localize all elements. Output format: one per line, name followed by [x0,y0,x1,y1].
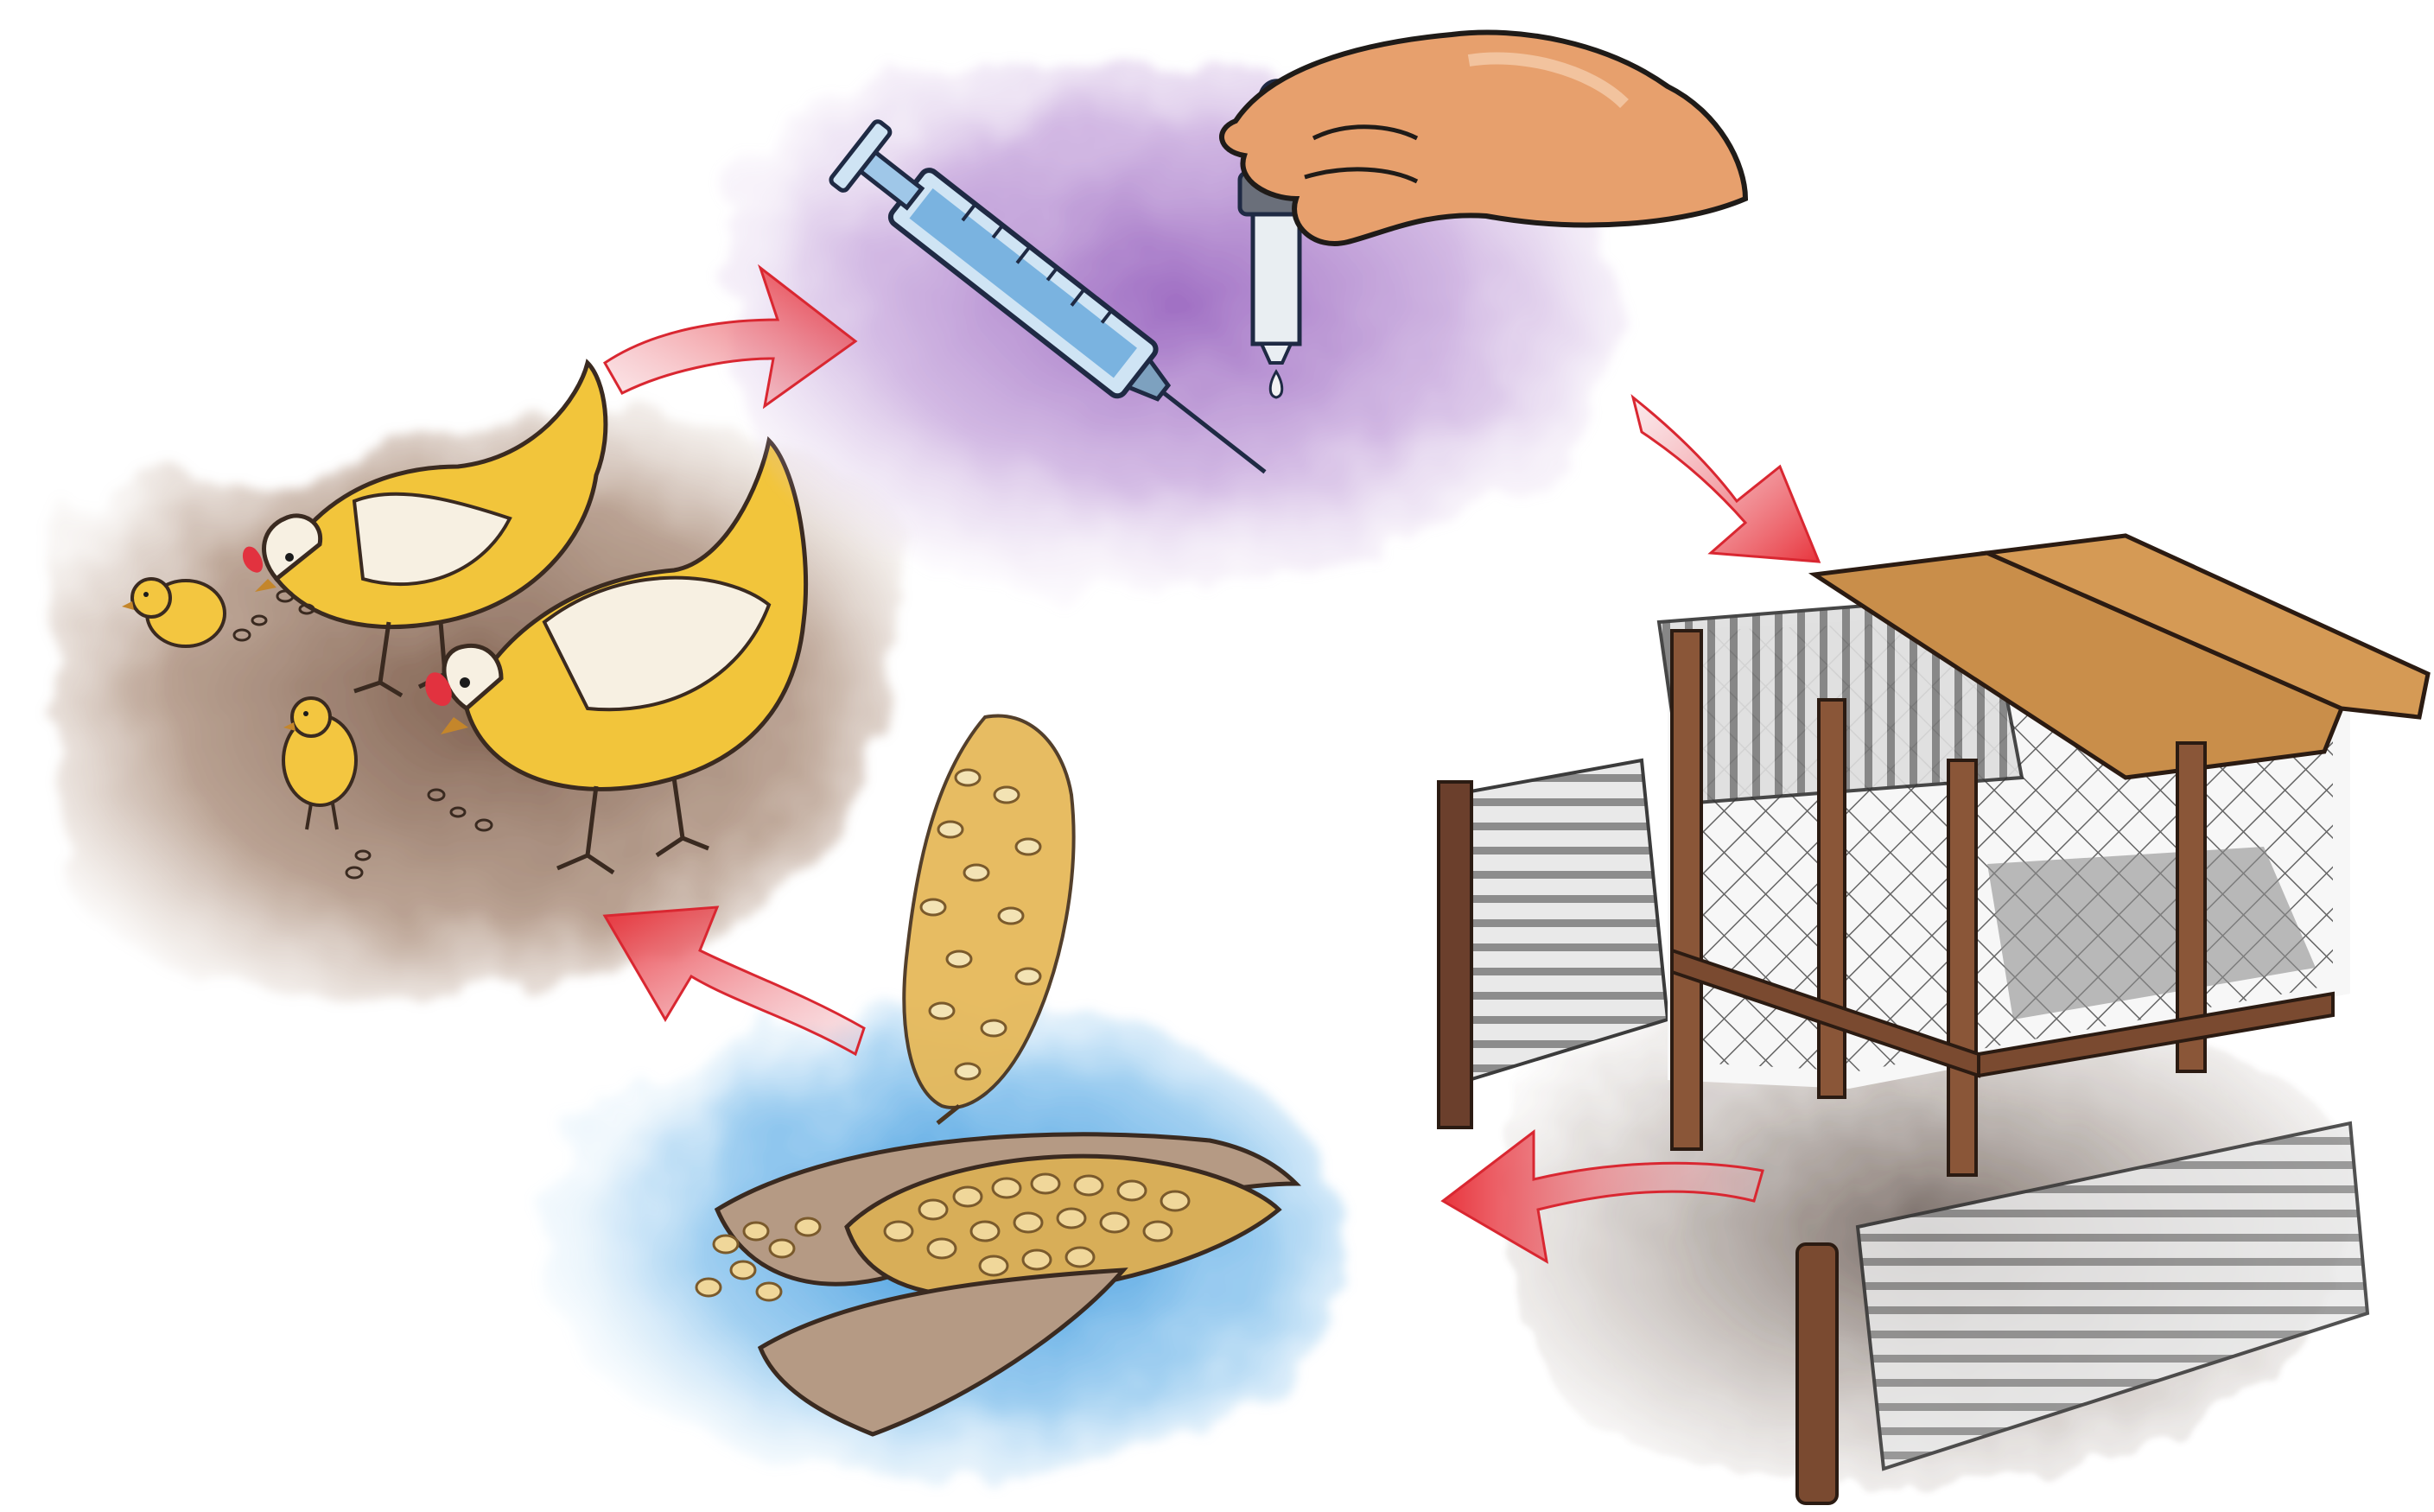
hand-icon [1222,33,1745,244]
syringe-and-dropper-icon [722,33,1745,593]
chicken-coop-icon [1439,536,2428,1503]
cycle-arrow-to-coop [1633,397,1819,562]
